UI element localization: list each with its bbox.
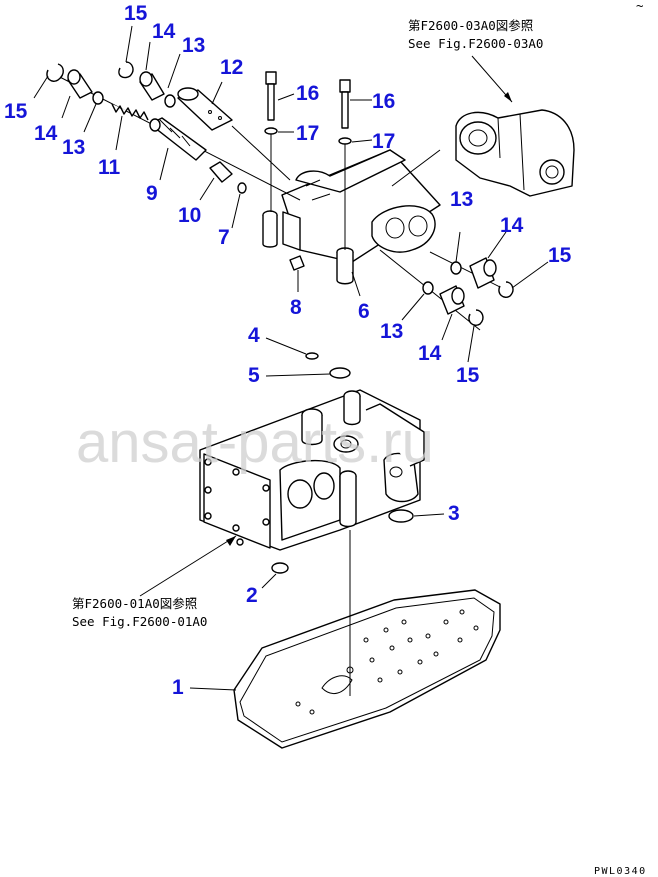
callout-16: 16 [296,82,319,105]
callout-15: 15 [548,244,572,267]
upper-valve-assembly [46,61,514,331]
plug-14-right-lower [439,285,465,315]
callout-16: 16 [372,90,395,113]
callout-12: 12 [220,56,243,79]
plug-8 [289,255,305,271]
callout-13: 13 [182,34,205,57]
spring-11 [111,103,149,121]
referenced-housing-upper [391,55,575,197]
bolt-16-left [264,71,278,212]
callout-6: 6 [358,300,370,323]
corner-mark: ~ [636,0,644,13]
plug-14-top [139,71,165,101]
o-ring-4 [305,352,319,360]
callout-4: 4 [248,324,260,347]
plug-14-left [67,69,93,99]
lower-valve-assembly [199,389,425,551]
spool-9 [149,117,207,161]
callout-17: 17 [372,130,395,153]
reference-lower-en: See Fig.F2600-01A0 [72,614,207,629]
valve-body-part-6 [262,149,441,285]
callout-8: 8 [290,296,302,319]
sleeve-12 [177,87,233,131]
callout-13: 13 [380,320,403,343]
o-ring-13-top [164,94,176,108]
callout-14: 14 [152,20,176,43]
reference-upper-jp: 第F2600-03A0図参照 [408,18,533,33]
callout-15: 15 [4,100,28,123]
callout-9: 9 [146,182,158,205]
callout-14: 14 [418,342,442,365]
callout-15: 15 [124,2,148,25]
o-ring-13-left [92,91,104,105]
o-ring-13-right-upper [450,261,462,275]
o-ring-5 [329,367,351,379]
separator-plate-1 [233,589,501,749]
washer-17-left [264,127,278,135]
drawing-code: PWL0340 [594,866,647,877]
reference-upper-en: See Fig.F2600-03A0 [408,36,543,51]
bolt-16-right [338,79,352,250]
callout-15: 15 [456,364,480,387]
washer-17-right [338,137,352,145]
callout-10: 10 [178,204,201,227]
o-ring-3 [388,509,414,523]
o-ring-13-right-lower [422,281,434,295]
plug-10 [209,161,233,183]
callout-13: 13 [62,136,85,159]
snap-ring-15-right-lower [468,309,484,326]
snap-ring-15-top [118,61,134,79]
reference-lower-jp: 第F2600-01A0図参照 [72,596,197,611]
snap-ring-15-right-upper [498,281,514,298]
o-ring-2 [271,562,289,574]
callout-11: 11 [98,156,121,179]
callout-13: 13 [450,188,473,211]
pin-7 [237,182,247,194]
callout-numbers: 15 14 13 12 15 14 13 11 9 10 7 16 16 17 … [4,2,572,699]
callout-5: 5 [248,364,260,387]
plug-14-right-upper [469,257,497,289]
leader-lines [33,25,549,691]
callout-7: 7 [218,226,230,249]
callout-14: 14 [500,214,524,237]
watermark: ansat-parts.ru [76,410,434,475]
callout-3: 3 [448,502,460,525]
snap-ring-15-left [46,63,64,82]
callout-17: 17 [296,122,319,145]
callout-14: 14 [34,122,58,145]
callout-2: 2 [246,584,258,607]
callout-1: 1 [172,676,184,699]
